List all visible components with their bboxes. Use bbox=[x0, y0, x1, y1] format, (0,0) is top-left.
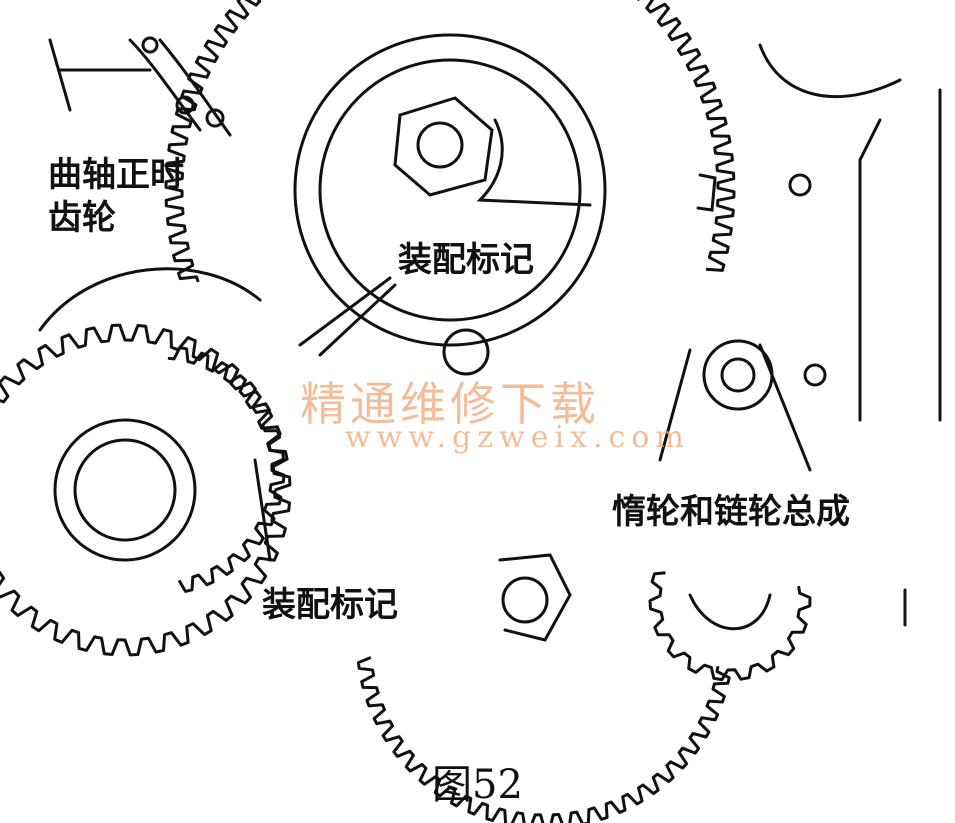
chain-line bbox=[158, 38, 232, 137]
cam-gear-inner-ring bbox=[293, 33, 607, 347]
detail-lines bbox=[38, 33, 942, 642]
idler-leader bbox=[658, 348, 692, 462]
housing-line bbox=[758, 43, 902, 99]
idler-gear bbox=[356, 656, 731, 823]
housing-line bbox=[858, 118, 882, 422]
idler-pulley-center bbox=[720, 357, 756, 393]
gear-notch bbox=[696, 173, 717, 212]
crank-hub-inner bbox=[73, 438, 177, 542]
watermark-url: www.gzweix.com bbox=[345, 420, 690, 455]
lower-bracket bbox=[498, 553, 572, 642]
cam-bolt-hex bbox=[393, 96, 494, 197]
sprocket-arc bbox=[688, 593, 772, 631]
label-crank-gear-line2: 齿轮 bbox=[48, 198, 116, 238]
figure-caption: 图52 bbox=[432, 762, 523, 808]
chain-link bbox=[205, 108, 225, 128]
mark-leader bbox=[318, 283, 397, 357]
crankshaft-timing-gear-inner bbox=[167, 346, 286, 593]
label-assembly-mark-top: 装配标记 bbox=[398, 240, 534, 280]
bracket-line bbox=[48, 38, 72, 112]
cam-bolt-center bbox=[416, 121, 464, 169]
mark-leader bbox=[253, 458, 272, 562]
cam-timing-mark-dot bbox=[442, 328, 490, 376]
label-idler-sprocket-assembly: 惰轮和链轮总成 bbox=[612, 492, 850, 532]
idler-arm bbox=[758, 343, 812, 472]
housing-hole bbox=[803, 363, 827, 387]
oil-pump-sprocket bbox=[648, 571, 812, 682]
watermark-title: 精通维修下载 bbox=[300, 377, 600, 431]
cam-gear-hub bbox=[318, 58, 582, 322]
crankshaft-timing-gear bbox=[0, 323, 292, 657]
chain-line bbox=[128, 38, 202, 132]
crank-hub bbox=[53, 418, 197, 562]
housing-hole bbox=[788, 173, 812, 197]
chain-link bbox=[175, 95, 195, 115]
label-assembly-mark-bottom: 装配标记 bbox=[262, 585, 398, 625]
mark-leader bbox=[298, 276, 392, 347]
chain-link bbox=[141, 36, 159, 54]
lower-bolt bbox=[501, 576, 549, 624]
crank-outline bbox=[38, 267, 262, 332]
label-crank-gear-line1: 曲轴正时 bbox=[48, 155, 184, 195]
cam-cutout bbox=[476, 118, 592, 207]
